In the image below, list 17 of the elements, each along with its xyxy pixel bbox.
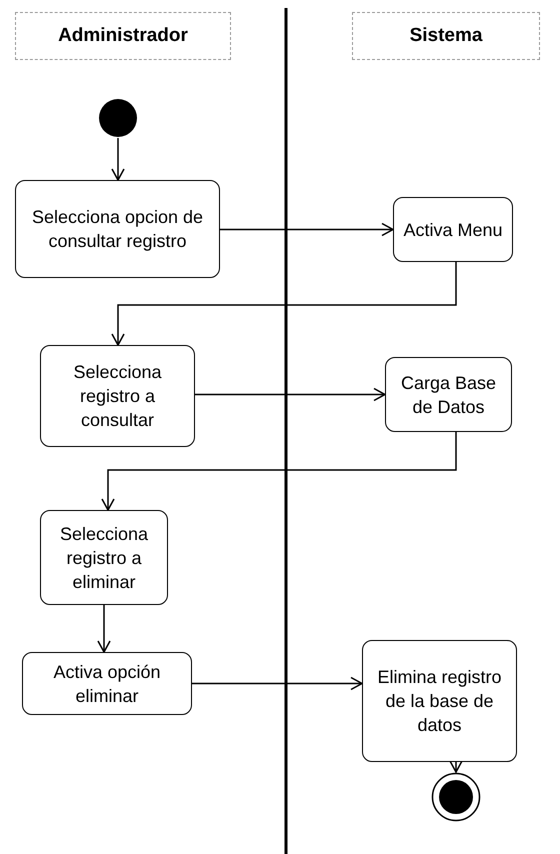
activity-box: Activa Menu <box>393 197 513 262</box>
arrow <box>449 760 463 773</box>
swimlane-header: Sistema <box>352 12 540 60</box>
activity-box: Activa opción eliminar <box>22 652 192 715</box>
arrow <box>97 605 111 653</box>
arrow <box>220 222 394 236</box>
activity-box: Elimina registro de la base de datos <box>362 640 517 762</box>
activity-box: Carga Base de Datos <box>385 357 512 432</box>
activity-box: Selecciona registro a eliminar <box>40 510 168 605</box>
swimlane-header: Administrador <box>15 12 231 60</box>
arrow <box>101 432 457 511</box>
arrow <box>195 388 386 402</box>
arrow <box>111 138 125 181</box>
arrow <box>192 676 363 690</box>
activity-box: Selecciona registro a consultar <box>40 345 195 447</box>
activity-box: Selecciona opcion de consultar registro <box>15 180 220 278</box>
arrow <box>111 262 457 346</box>
